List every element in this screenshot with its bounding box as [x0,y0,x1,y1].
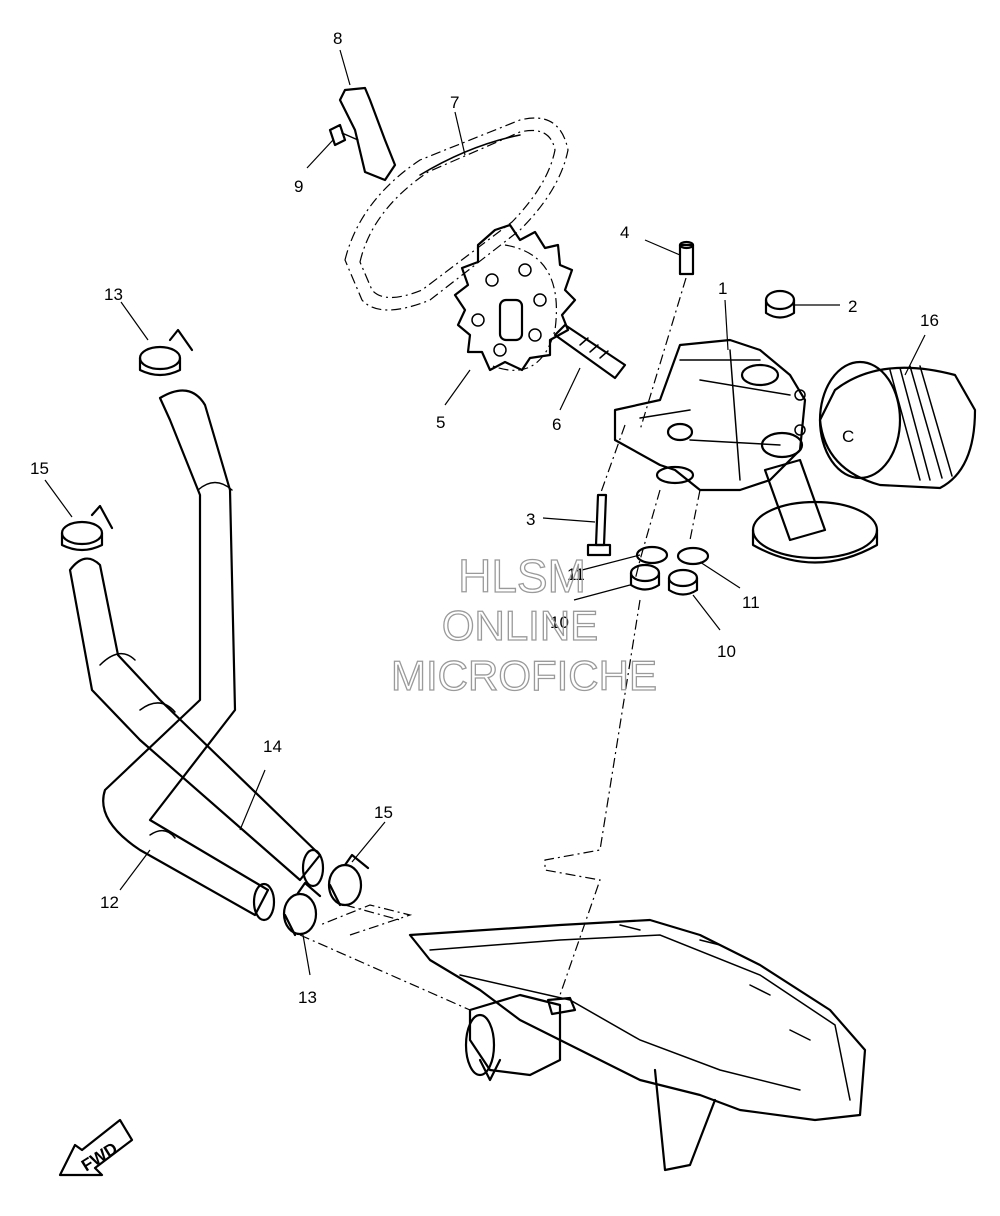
hose-14 [68,557,325,888]
callout-13-top: 13 [104,285,123,304]
o-ring-left [635,545,669,565]
collar-left [629,563,661,591]
callout-6: 6 [552,415,561,434]
callout-15-bottom: 15 [374,803,393,822]
hose-clamp-15-top [60,504,114,552]
callout-3: 3 [526,510,535,529]
watermark-line-1: HLSM [458,550,586,602]
callout-2: 2 [848,297,857,316]
watermark-line-2: ONLINE [442,602,598,649]
collar-right [667,568,699,596]
pump-shaft [553,323,627,380]
callout-16: 16 [920,311,939,330]
pump-sprocket [453,223,577,372]
callout-4: 4 [620,223,629,242]
callout-9: 9 [294,177,303,196]
callouts: 1 2 3 4 5 6 7 8 9 10 10 11 11 12 13 13 1… [30,29,939,1007]
oil-strainer [751,431,879,564]
filter-letter: C [842,427,854,446]
collar [764,289,796,319]
callout-10-right: 10 [717,642,736,661]
callout-11-right: 11 [742,593,760,612]
drive-chain [344,117,569,311]
callout-11-left: 11 [567,565,585,584]
hose-12 [102,389,276,922]
hose-clamp-13-bottom [282,881,322,937]
oil-filter: C [818,360,977,490]
callout-15-top: 15 [30,459,49,478]
callout-1: 1 [718,279,727,298]
chain-guide [338,86,397,182]
leader-lines [44,49,926,976]
callout-10-left: 10 [550,613,569,632]
callout-12: 12 [100,893,119,912]
hose-clamp-13-top [138,328,194,377]
oil-pan [408,918,867,1172]
watermark: HLSM ONLINE MICROFICHE [390,549,657,699]
dowel-pin [678,240,695,276]
callout-5: 5 [436,413,445,432]
callout-8: 8 [333,29,342,48]
hose-clamp-15-bottom [327,853,370,907]
assembly-lines [299,277,701,1011]
pump-bolt [586,493,612,557]
fwd-label: FWD [78,1139,121,1176]
callout-14: 14 [263,737,282,756]
o-ring-right [676,546,710,566]
forward-arrow-icon: FWD [58,1118,134,1177]
callout-7: 7 [450,93,459,112]
watermark-line-3: MICROFICHE [391,652,657,699]
guide-bolt [328,123,359,147]
callout-13-bottom: 13 [298,988,317,1007]
